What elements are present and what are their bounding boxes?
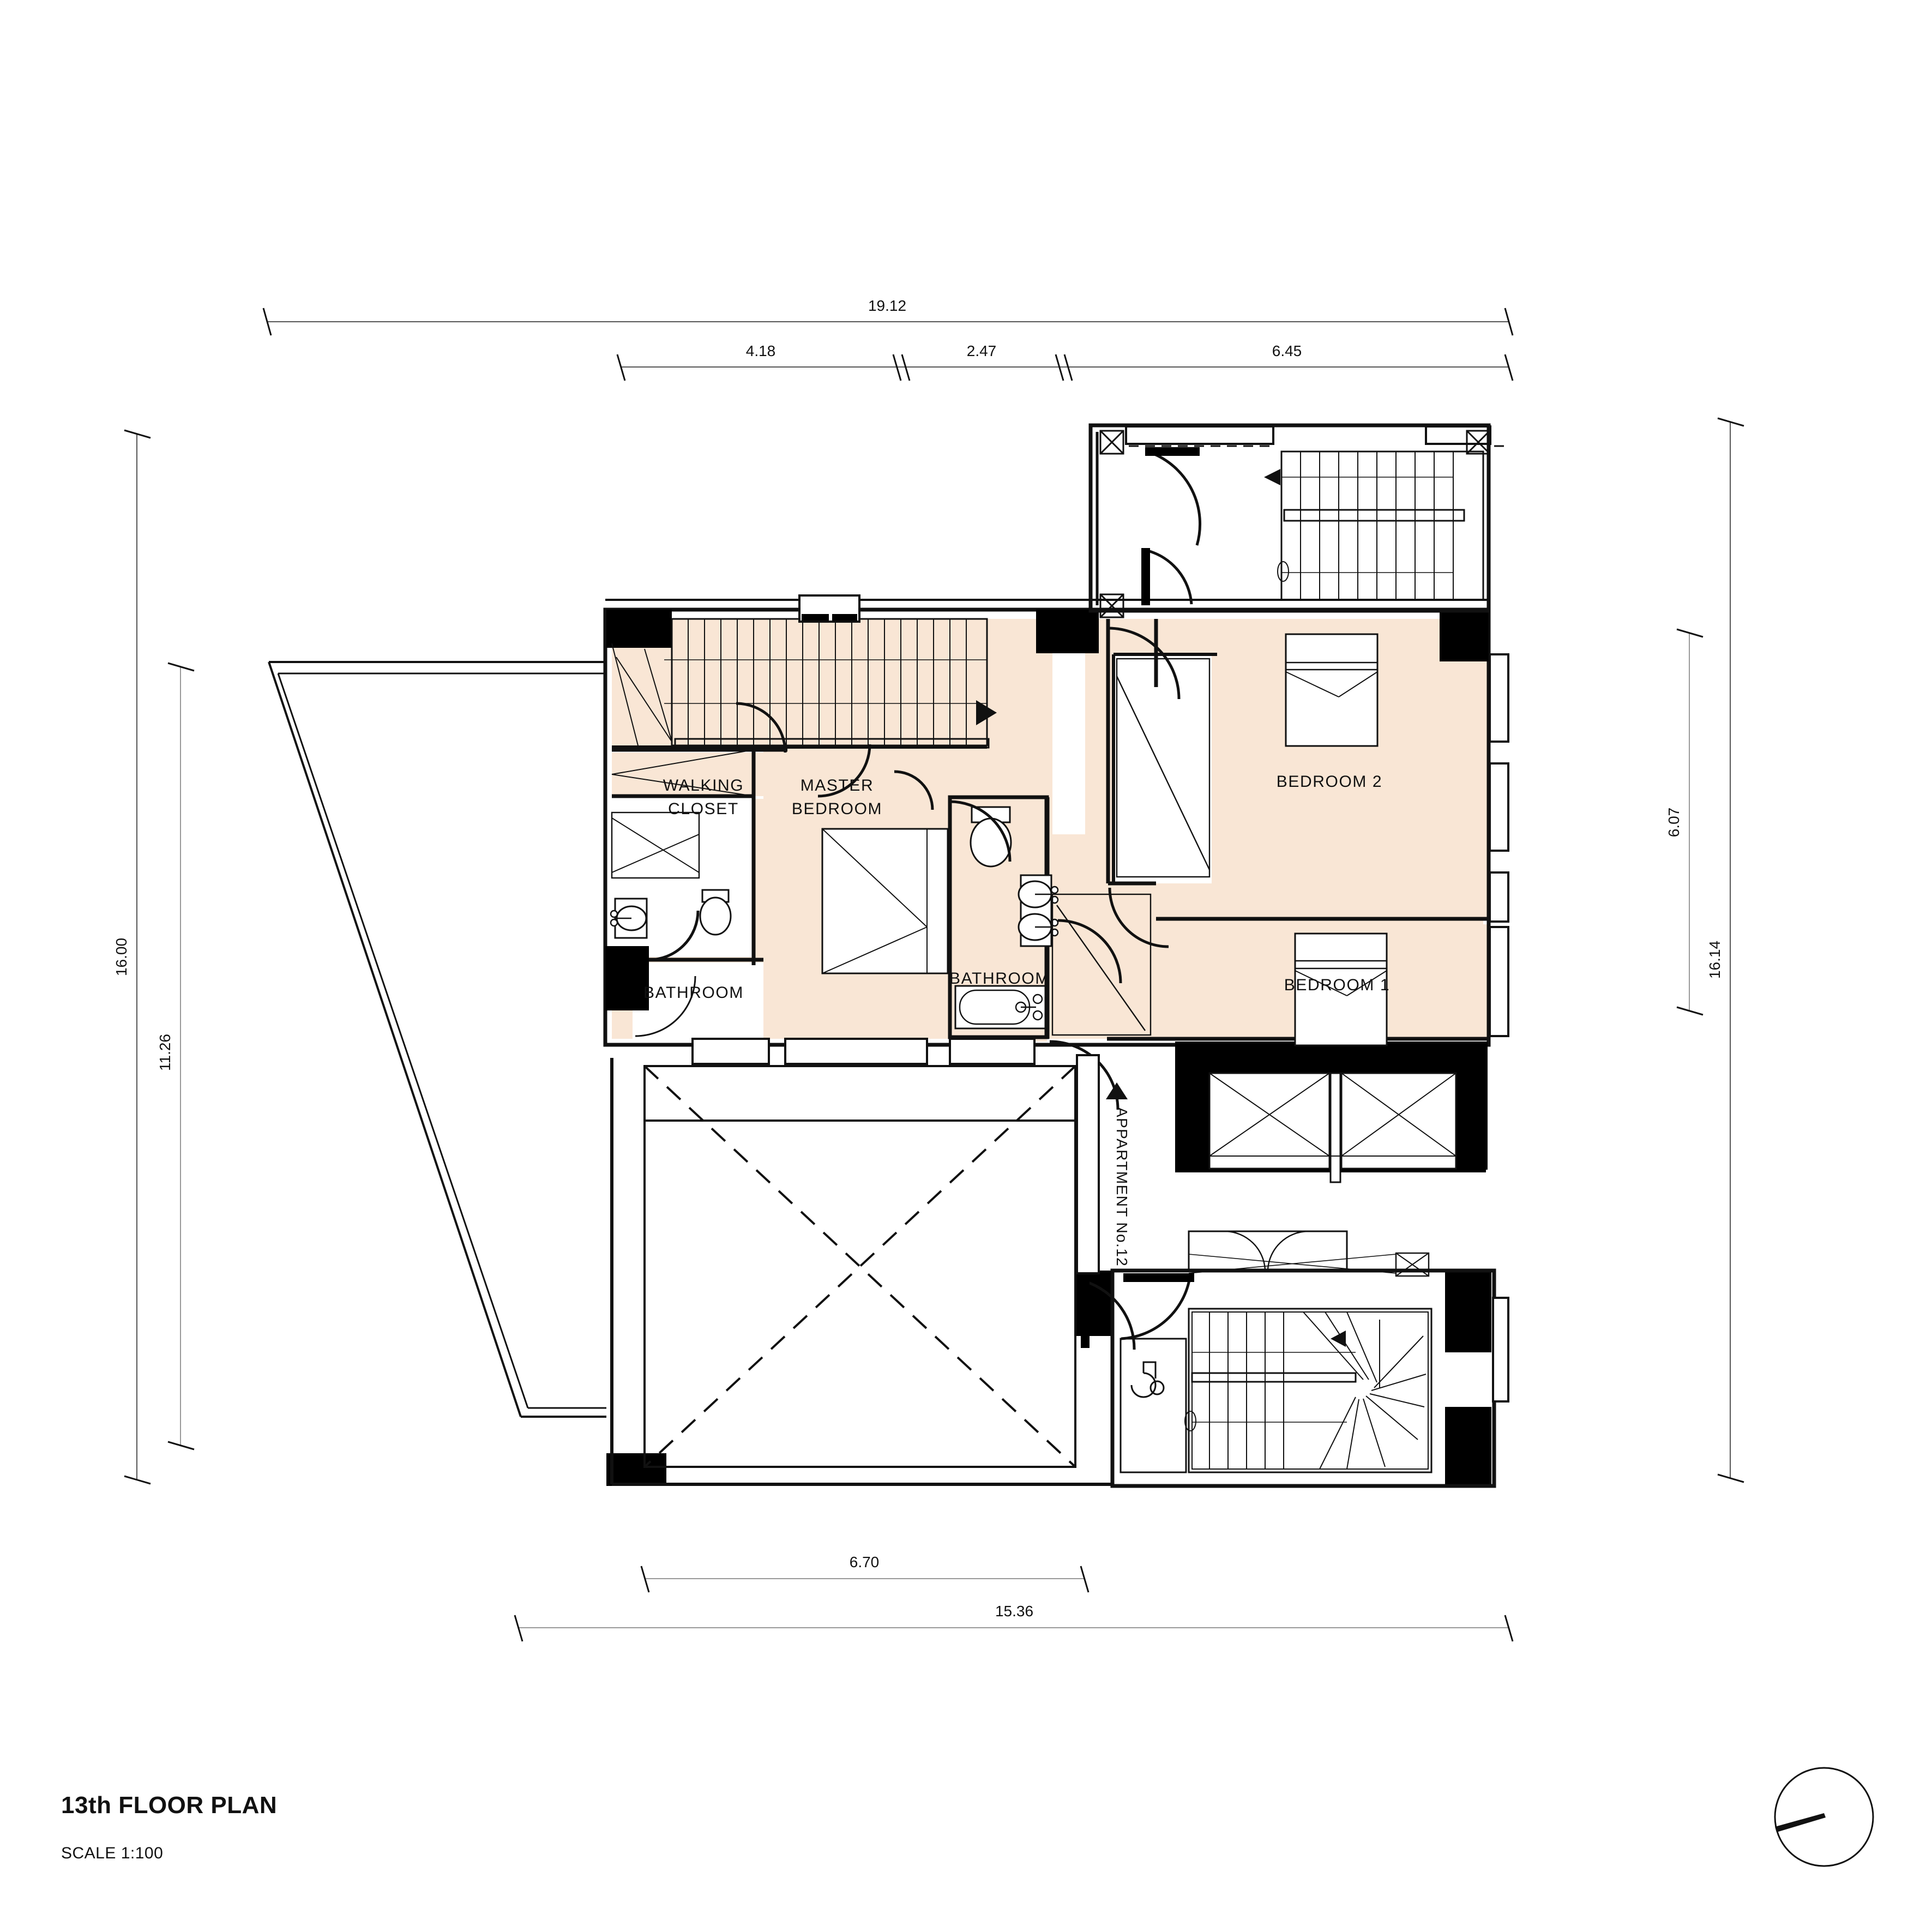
- bed-bedroom-2: [1285, 633, 1379, 747]
- closet-shelving: [611, 643, 754, 879]
- door-swings: [635, 627, 1181, 1110]
- stair-core-top: [1088, 423, 1505, 618]
- scale-label: SCALE 1:100: [61, 1844, 164, 1862]
- dimension-bottom-partial: [640, 1566, 1090, 1593]
- dimension-left-outer: [124, 429, 151, 1485]
- dim-top-seg1-label: 4.18: [746, 342, 776, 359]
- dim-top-seg2-label: 2.47: [967, 342, 997, 359]
- dim-bottom-partial-label: 6.70: [850, 1554, 880, 1570]
- north-arrow-icon: [1774, 1767, 1874, 1867]
- dimension-right-inner: [1676, 628, 1704, 1016]
- label-walking-closet-line2: CLOSET: [668, 800, 739, 818]
- bed-master: [821, 828, 949, 974]
- dimension-right-outer: [1717, 417, 1744, 1483]
- dimension-top-segments: [616, 354, 1514, 381]
- dim-right-outer-label: 16.14: [1706, 941, 1723, 979]
- label-bathroom-master: BATHROOM: [949, 970, 1050, 988]
- dim-left-inner-label: 11.26: [157, 1034, 173, 1071]
- stair-core-bottom: [1081, 1230, 1496, 1488]
- dimension-bottom-overall: [514, 1615, 1514, 1642]
- terrace-void: [610, 1054, 1112, 1486]
- dim-right-inner-label: 6.07: [1665, 808, 1682, 838]
- bedroom-closets: [1051, 658, 1211, 1036]
- dim-left-outer-label: 16.00: [113, 938, 130, 976]
- title-block: 13th FLOOR PLAN SCALE 1:100: [61, 1792, 277, 1863]
- label-bathroom-small: BATHROOM: [643, 984, 744, 1002]
- elevator-shafts: [1208, 1072, 1457, 1183]
- label-walking-closet-line1: WALKING: [663, 777, 744, 795]
- dim-top-seg3-label: 6.45: [1272, 342, 1302, 359]
- dimension-top-overall: [262, 308, 1514, 336]
- label-master-bedroom-line1: MASTER: [801, 777, 874, 795]
- bathroom-fixtures-master: [954, 806, 1059, 1030]
- dim-top-overall-label: 19.12: [868, 297, 906, 314]
- label-bedroom-2: BEDROOM 2: [1277, 773, 1382, 791]
- interior-stair: [616, 618, 997, 749]
- label-master-bedroom-line2: BEDROOM: [792, 800, 882, 818]
- bed-bedroom-1: [1294, 932, 1388, 1046]
- windows: [691, 594, 1509, 1403]
- label-bedroom-1: BEDROOM 1: [1284, 976, 1390, 994]
- dimension-left-inner: [167, 662, 195, 1450]
- page-title: 13th FLOOR PLAN: [61, 1792, 278, 1819]
- balcony-canopy: [268, 661, 606, 1418]
- apartment-label-group: APPARTMENT No.12: [1106, 1082, 1130, 1267]
- bathroom-fixtures-closet: [610, 889, 732, 939]
- label-apartment-no: APPARTMENT No.12: [1114, 1107, 1130, 1267]
- dim-bottom-overall-label: 15.36: [995, 1603, 1033, 1620]
